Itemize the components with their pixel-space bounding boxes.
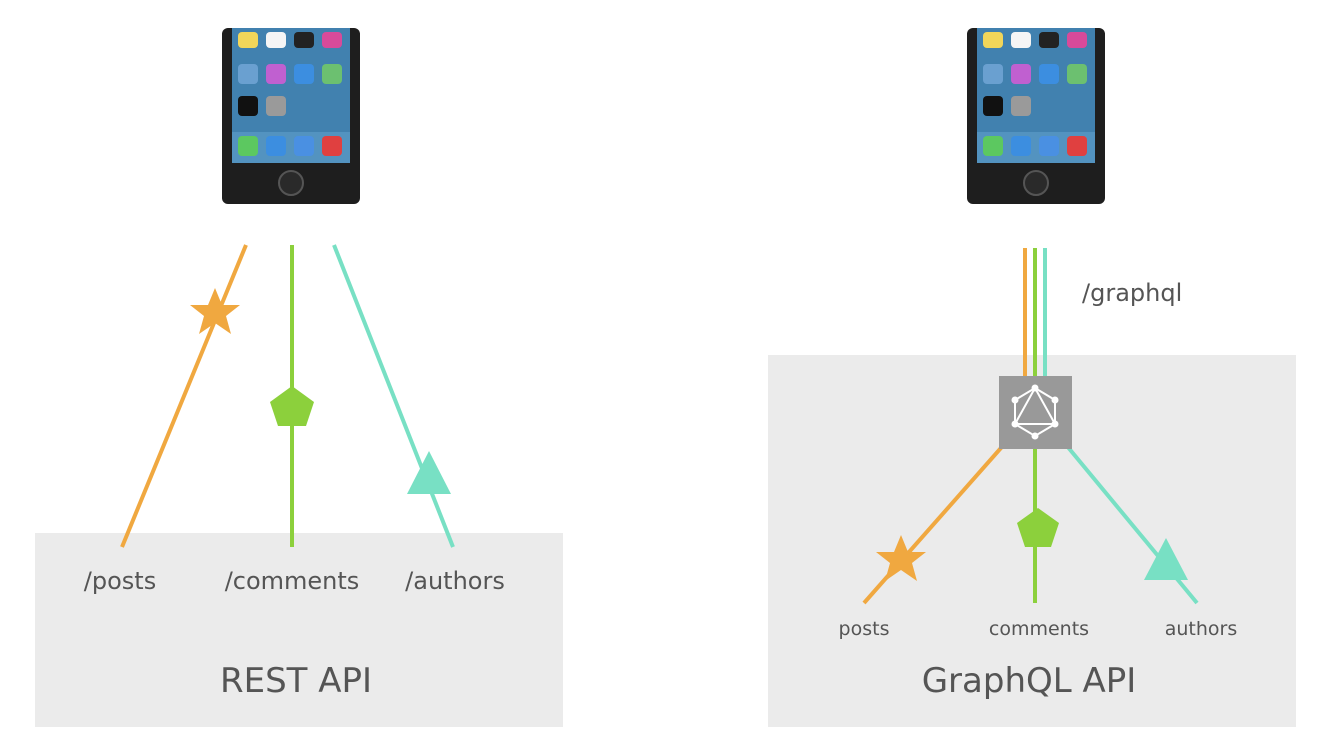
graphql-field-posts: posts <box>839 618 890 640</box>
triangle-icon <box>1144 538 1188 580</box>
star-icon <box>876 535 926 581</box>
rest-api-box <box>35 533 563 727</box>
smartphone-icon <box>221 27 361 205</box>
pentagon-icon <box>270 386 314 426</box>
graphql-logo-icon <box>999 376 1072 449</box>
graphql-endpoint: /graphql <box>1082 279 1182 307</box>
graphql-api-title: GraphQL API <box>922 661 1137 701</box>
rest-endpoint-comments: /comments <box>225 567 360 595</box>
rest-posts-line <box>120 244 248 548</box>
rest-api-title: REST API <box>220 661 372 701</box>
graphql-field-authors: authors <box>1165 618 1238 640</box>
smartphone-icon <box>966 27 1106 205</box>
rest-endpoint-posts: /posts <box>84 567 156 595</box>
rest-endpoint-authors: /authors <box>405 567 505 595</box>
triangle-icon <box>407 451 451 494</box>
star-icon <box>190 288 240 334</box>
rest-authors-line <box>332 244 455 548</box>
pentagon-icon <box>1017 508 1059 547</box>
graphql-field-comments: comments <box>989 618 1089 640</box>
